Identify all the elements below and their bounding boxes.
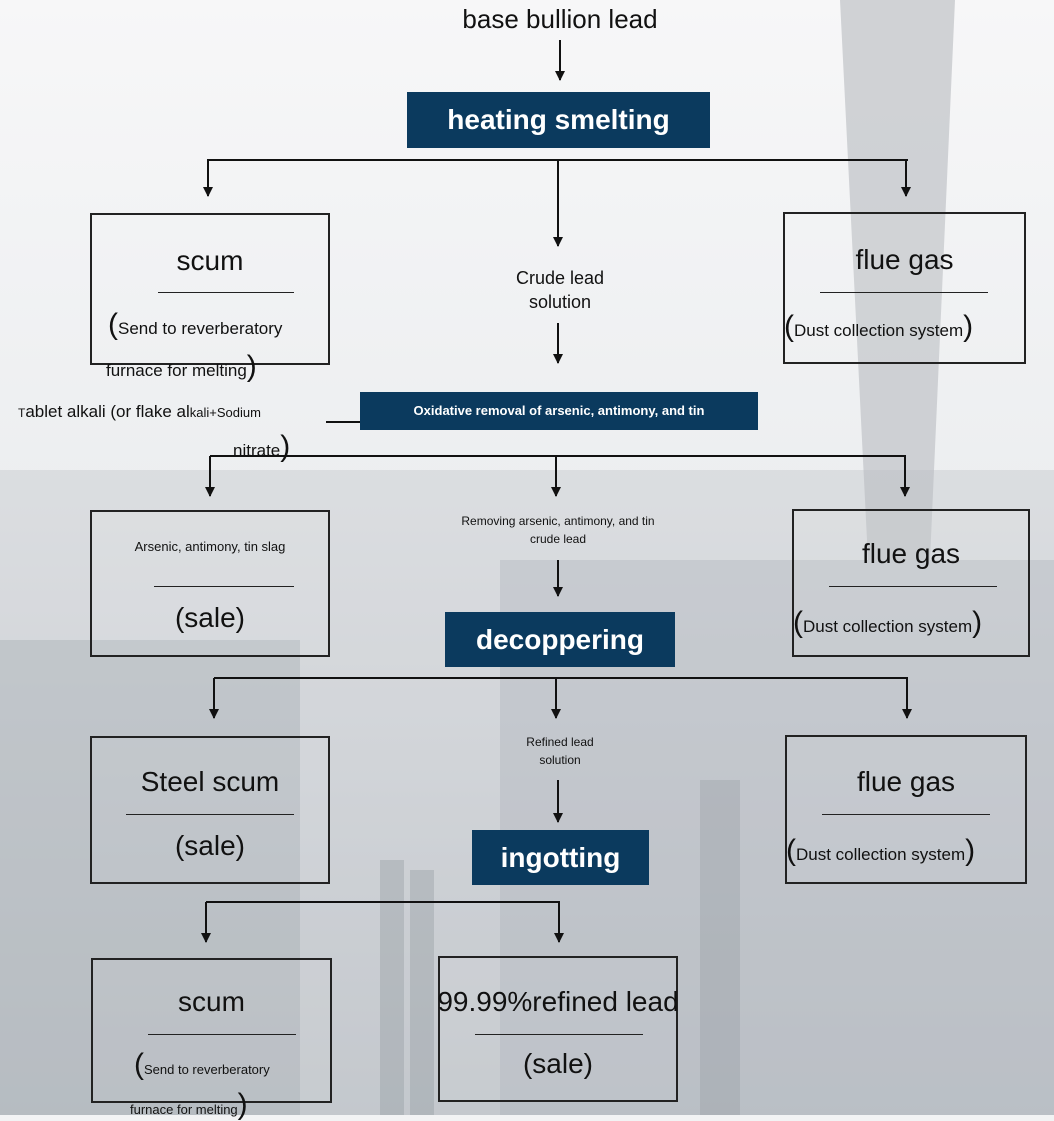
- refined-lead-box: [438, 956, 678, 1102]
- reagent-label: Tablet alkali (or flake alkali+Sodium: [18, 402, 261, 421]
- scum-title: scum: [176, 245, 244, 276]
- scum-note: (Send to reverberatory: [134, 1048, 270, 1081]
- refined-lead-sale-note: (sale): [522, 1048, 593, 1079]
- flue-gas-divider: [820, 292, 988, 293]
- process-heating-smelting: heating smelting: [407, 92, 710, 148]
- flue-gas-box: [783, 212, 1026, 364]
- flue-gas-note: (Dust collection system): [786, 834, 976, 867]
- scum-note-line2: furnace for melting): [106, 350, 257, 383]
- crude-lead-solution-label: Crude lead solution: [515, 268, 605, 312]
- flue-gas-note: (Dust collection system): [784, 310, 974, 343]
- scum-box: [91, 958, 332, 1103]
- refined-lead-solution-label: Refined lead solution: [526, 735, 594, 767]
- process-ingotting: ingotting: [472, 830, 649, 885]
- process-decoppering: decoppering: [445, 612, 675, 667]
- flue-gas-divider: [822, 814, 990, 815]
- scum-divider: [148, 1034, 296, 1035]
- refined-lead-title: 99.99%refined lead: [437, 986, 679, 1017]
- removed-crude-lead-label: Removing arsenic, antimony, and tin crud…: [461, 514, 655, 546]
- flue-gas-box: [792, 509, 1030, 657]
- scum-divider: [158, 292, 294, 293]
- flue-gas-note: (Dust collection system): [793, 606, 983, 639]
- flue-gas-title: flue gas: [856, 766, 956, 797]
- flue-gas-title: flue gas: [855, 244, 954, 275]
- reagent-label-line2: nitrate): [233, 430, 291, 463]
- process-oxidative-removal: Oxidative removal of arsenic, antimony, …: [360, 392, 758, 430]
- slag-box: [90, 510, 330, 657]
- slag-title: Arsenic, antimony, tin slag: [134, 539, 286, 554]
- slag-divider: [154, 586, 294, 587]
- scum-note: (Send to reverberatory: [108, 308, 283, 341]
- flue-gas-title: flue gas: [861, 538, 961, 569]
- scum-title: scum: [178, 986, 245, 1017]
- scum-note-line2: furnace for melting): [130, 1088, 248, 1121]
- steel-scum-sale-note: (sale): [174, 830, 245, 861]
- steel-scum-divider: [126, 814, 294, 815]
- flue-gas-divider: [829, 586, 997, 587]
- flue-gas-box: [785, 735, 1027, 884]
- slag-sale-note: (sale): [174, 602, 245, 633]
- refined-lead-divider: [475, 1034, 643, 1035]
- steel-scum-box: [90, 736, 330, 884]
- source-label: base bullion lead: [462, 4, 658, 34]
- scum-box: [90, 213, 330, 365]
- steel-scum-title: Steel scum: [140, 766, 280, 797]
